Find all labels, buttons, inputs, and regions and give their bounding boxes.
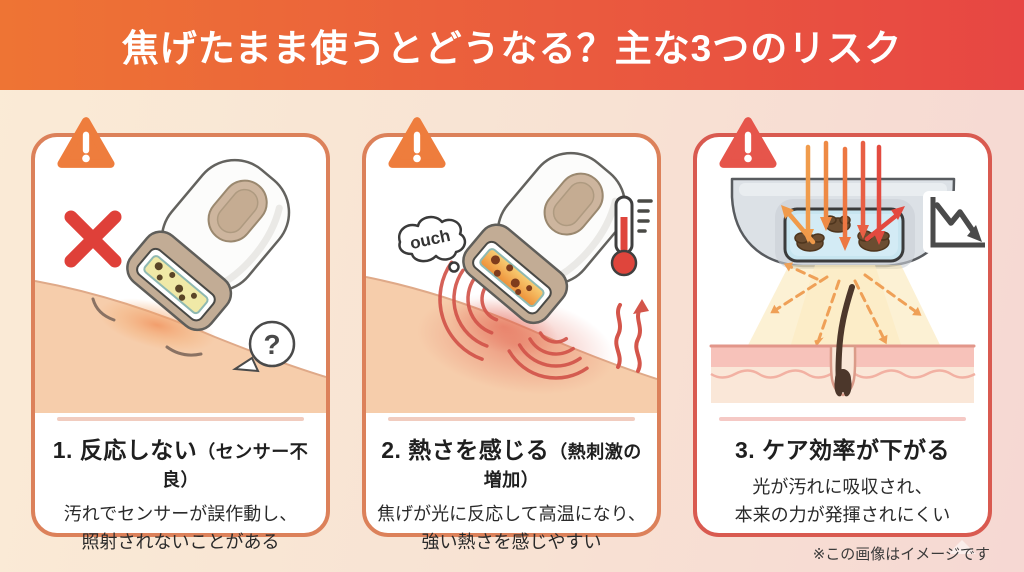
- heading-main: 2. 熱さを感じる: [381, 437, 550, 463]
- panel-heading: 1. 反応しない（センサー不良）: [41, 431, 320, 492]
- reflected-arrows: [781, 205, 905, 245]
- scattered-light-arrows: [775, 265, 917, 341]
- thought-bubble: ouch: [397, 215, 467, 273]
- question-bubble: ?: [232, 320, 296, 373]
- scattered-arrowheads: [770, 262, 922, 347]
- declining-chart-icon: [923, 191, 985, 253]
- heading-main: 1. 反応しない: [52, 437, 198, 463]
- dirt-specks: [490, 255, 533, 295]
- panel-heading: 2. 熱さを感じる（熱刺激の増加）: [372, 431, 651, 492]
- risk-panel-1: ? 1. 反応しない（センサー不良） 汚れでセンサーが誤作動し、照射されないこと…: [31, 117, 330, 552]
- ipl-device: [462, 151, 627, 325]
- motion-arc: [165, 345, 203, 357]
- heading-sub: （熱刺激の増加）: [483, 442, 642, 490]
- heat-waves: [438, 260, 589, 380]
- ipl-device: [126, 158, 291, 332]
- risk-panel-3: 3. ケア効率が下がる 光が汚れに吸収され、本来の力が発揮されにくい: [693, 117, 992, 537]
- thermometer-icon: [610, 195, 653, 277]
- panel-text: 1. 反応しない（センサー不良） 汚れでセンサーが誤作動し、照射されないことがあ…: [41, 431, 320, 557]
- svg-text:?: ?: [263, 329, 280, 360]
- heading-sub: （センサー不良）: [162, 442, 309, 490]
- divider: [57, 417, 304, 421]
- illustration-heat: ouch: [366, 151, 657, 413]
- corner-accent: [948, 540, 976, 554]
- incoming-light-arrows: [802, 140, 885, 251]
- warning-icon: [719, 116, 777, 170]
- x-mark-icon: [64, 210, 122, 268]
- illustration-efficiency: [709, 140, 985, 403]
- title-banner: 焦げたまま使うとどうなる？主な3つのリスク: [0, 0, 1024, 90]
- hair-follicle: [834, 284, 855, 397]
- panel-text: 3. ケア効率が下がる 光が汚れに吸収され、本来の力が発揮されにくい: [703, 431, 982, 530]
- page-title: 焦げたまま使うとどうなる？主な3つのリスク: [121, 28, 903, 69]
- warning-icon: [57, 116, 115, 170]
- panel-text: 2. 熱さを感じる（熱刺激の増加） 焦げが光に反応して高温になり、強い熱さを感じ…: [372, 431, 651, 557]
- panel-body: 光が汚れに吸収され、本来の力が発揮されにくい: [734, 477, 951, 525]
- heading-main: 3. ケア効率が下がる: [734, 437, 951, 463]
- dirt-specks: [154, 262, 197, 301]
- divider: [388, 417, 635, 421]
- rising-heat-arrows: [614, 299, 649, 373]
- motion-arc: [91, 297, 116, 322]
- panel-heading: 3. ケア効率が下がる: [703, 431, 982, 465]
- divider: [719, 417, 966, 421]
- illustration-no-response: ?: [35, 158, 326, 413]
- panel-body: 焦げが光に反応して高温になり、強い熱さを感じやすい: [377, 504, 646, 552]
- image-disclaimer: ※この画像はイメージです: [812, 546, 990, 563]
- panel-body: 汚れでセンサーが誤作動し、照射されないことがある: [63, 504, 298, 552]
- risk-panel-2: ouch 2. 熱さを感じる（熱刺激の増加） 焦げが光に反応して高温になり、強い…: [362, 117, 661, 552]
- warning-icon: [388, 116, 446, 170]
